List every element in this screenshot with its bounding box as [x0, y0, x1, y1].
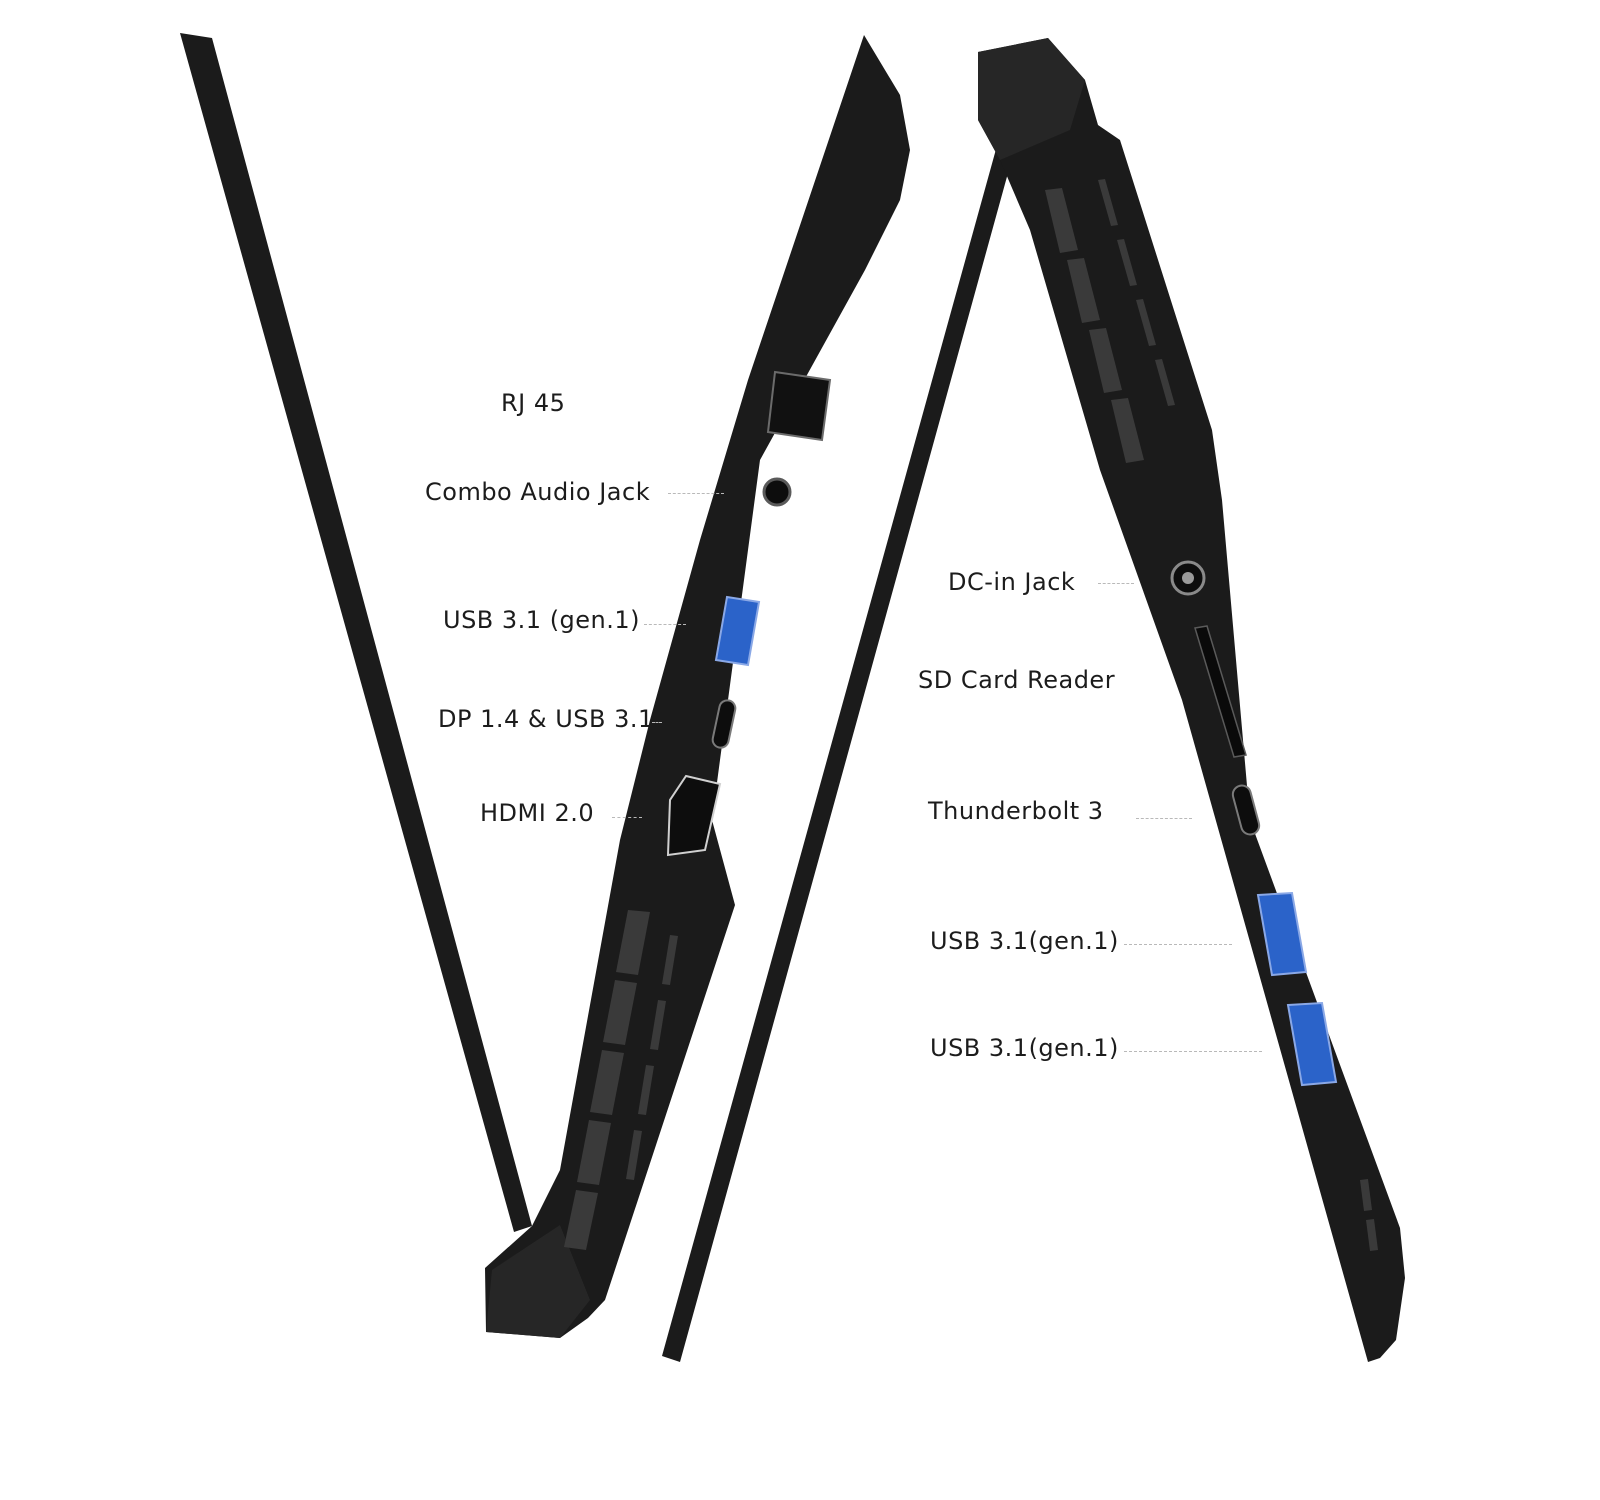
left-laptop-hinge: [486, 1225, 590, 1338]
leader-usb-right-2: [1124, 1051, 1262, 1052]
hdmi-port: [666, 774, 722, 857]
label-combo-audio-jack: Combo Audio Jack: [425, 478, 651, 506]
usb-a-port-left: [714, 595, 761, 667]
right-vents: [1045, 179, 1378, 1251]
left-laptop-lid: [180, 33, 532, 1232]
left-vents: [564, 910, 678, 1250]
sd-card-slot: [1194, 625, 1247, 758]
leader-dp-usb: [652, 722, 662, 723]
leader-hdmi: [612, 817, 642, 818]
label-dp-usb: DP 1.4 & USB 3.1: [438, 705, 654, 733]
leader-combo-audio-jack: [668, 493, 724, 494]
label-rj45: RJ 45: [501, 389, 566, 417]
right-laptop-hinge: [978, 38, 1085, 160]
usb-a-port-right-2: [1286, 1001, 1338, 1087]
right-ports: [1170, 560, 1338, 1087]
leader-usb-left: [644, 624, 686, 625]
usb-c-port-right: [1231, 784, 1261, 836]
label-usb-right-2: USB 3.1(gen.1): [930, 1034, 1119, 1062]
label-hdmi: HDMI 2.0: [480, 799, 595, 827]
leader-dc-in: [1098, 583, 1134, 584]
usb-c-port-left: [711, 699, 737, 749]
label-sd-card: SD Card Reader: [918, 666, 1116, 694]
label-usb-right-1: USB 3.1(gen.1): [930, 927, 1119, 955]
label-usb-left: USB 3.1 (gen.1): [443, 606, 641, 634]
label-thunderbolt: Thunderbolt 3: [928, 797, 1104, 825]
usb-a-port-right-1: [1256, 891, 1308, 977]
label-dc-in: DC-in Jack: [948, 568, 1076, 596]
left-ports: [666, 370, 832, 857]
leader-usb-right-1: [1124, 944, 1232, 945]
leader-thunderbolt: [1136, 818, 1192, 819]
audio-jack-port: [762, 477, 792, 507]
rj45-port: [766, 370, 832, 442]
right-laptop-lid: [662, 142, 1016, 1362]
left-laptop-base: [485, 35, 910, 1338]
right-laptop-base: [978, 38, 1405, 1362]
